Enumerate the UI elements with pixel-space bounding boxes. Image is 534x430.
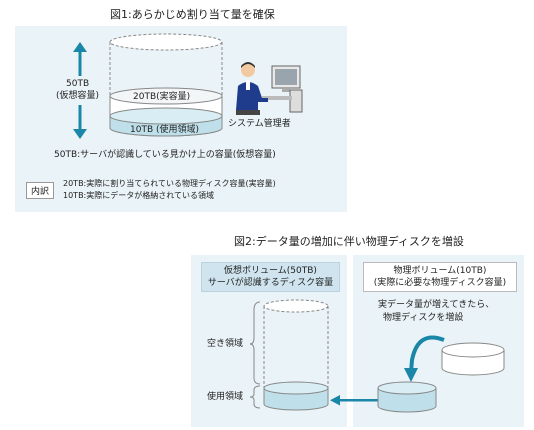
real-capacity-label: 20TB(実容量) (133, 92, 191, 102)
virtual-volume-cylinder (109, 33, 223, 137)
mapping-arrow-icon (330, 395, 378, 406)
virtual-volume-cylinder-fig2 (263, 299, 329, 411)
physical-disk-cylinder (377, 381, 437, 413)
figure2-title: 図2:データ量の増加に伴い物理ディスクを増設 (234, 235, 464, 248)
virtual-volume-title-box: 仮想ボリューム(50TB) サーバが認識するディスク容量 (201, 262, 340, 292)
virtual-volume-subtitle: サーバが認識するディスク容量 (207, 278, 334, 288)
free-area-label: 空き領域 (207, 339, 244, 349)
virtual-volume-title: 仮想ボリューム(50TB) (224, 266, 317, 276)
used-area-label-fig2: 使用領域 (207, 392, 244, 402)
figure1-title: 図1:あらかじめ割り当て量を確保 (110, 8, 275, 21)
add-disk-note-line1: 実データ量が増えてきたら、 (378, 300, 495, 310)
up-arrow-icon (73, 42, 87, 52)
down-arrow-icon (73, 129, 87, 139)
add-disk-curved-arrow-icon (404, 335, 445, 382)
physical-volume-title-box: 物理ボリューム(10TB) (実際に必要な物理ディスク容量) (363, 262, 517, 292)
system-admin-icon (236, 62, 303, 115)
added-disk-cylinder (441, 342, 505, 376)
system-admin-label: システム管理者 (228, 119, 291, 129)
breakdown-line-1: 20TB:実際に割り当てられている物理ディスク容量(実容量) (63, 179, 276, 188)
virtual-capacity-arrows (73, 42, 87, 139)
used-area-label: 10TB (使用領域) (130, 125, 200, 135)
physical-volume-subtitle: (実際に必要な物理ディスク容量) (373, 278, 507, 288)
virtual-size-label: 50TB (66, 79, 90, 89)
virtual-capacity-label: (仮想容量) (56, 91, 100, 101)
physical-volume-title: 物理ボリューム(10TB) (393, 266, 487, 276)
area-brackets (249, 301, 261, 409)
breakdown-line-2: 10TB:実際にデータが格納されている領域 (63, 191, 215, 200)
server-recognized-capacity: 50TB:サーバが認識している見かけ上の容量(仮想容量) (54, 150, 276, 160)
breakdown-tag: 内訳 (26, 182, 55, 199)
add-disk-note-line2: 物理ディスクを増設 (383, 313, 464, 323)
